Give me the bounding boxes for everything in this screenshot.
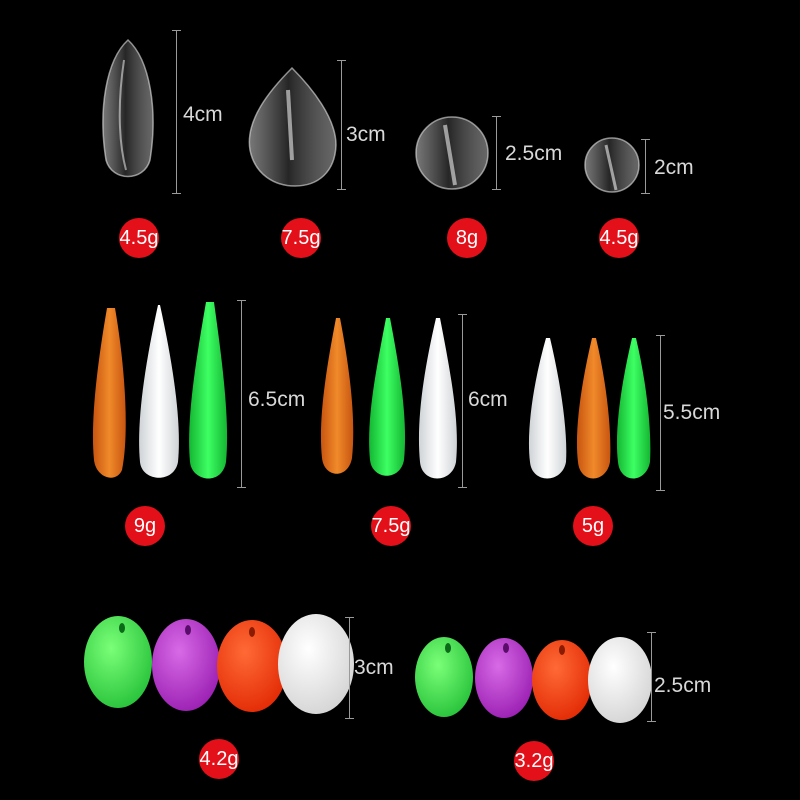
float-orange-medium [320, 318, 354, 474]
weight-badge: 7.5g [371, 506, 411, 546]
float-white-small [528, 338, 567, 479]
size-label: 2.5cm [505, 142, 563, 165]
size-label: 2.5cm [654, 674, 712, 697]
weight-badge: 4.2g [199, 739, 239, 779]
size-bracket [641, 139, 650, 194]
size-bracket [656, 335, 665, 491]
size-label: 3cm [354, 656, 394, 679]
clear-teardrop-bead [248, 66, 337, 187]
weight-badge: 9g [125, 506, 165, 546]
egg-float-purple-large [152, 619, 220, 711]
size-bracket [345, 617, 354, 719]
size-bracket [337, 60, 346, 190]
egg-float-green-small [415, 637, 473, 717]
egg-float-white-large [278, 614, 354, 714]
float-white-medium [418, 318, 457, 479]
egg-float-red-small [532, 640, 592, 720]
float-orange-large [92, 308, 126, 478]
size-label: 6cm [468, 388, 508, 411]
size-label: 5.5cm [663, 401, 721, 424]
size-label: 2cm [654, 156, 694, 179]
weight-badge: 5g [573, 506, 613, 546]
weight-badge: 4.5g [599, 218, 639, 258]
egg-float-purple-small [475, 638, 533, 718]
weight-badge: 8g [447, 218, 487, 258]
float-green-medium [369, 318, 406, 476]
size-label: 6.5cm [248, 388, 306, 411]
float-white-large [139, 305, 179, 478]
egg-float-green-large [84, 616, 152, 708]
size-label: 4cm [183, 103, 223, 126]
egg-float-red-large [217, 620, 287, 712]
float-orange-small [576, 338, 611, 479]
float-green-large [189, 302, 228, 479]
float-green-small [616, 338, 651, 479]
size-bracket [492, 116, 501, 190]
size-bracket [458, 314, 467, 488]
size-bracket [647, 632, 656, 722]
size-label: 3cm [346, 123, 386, 146]
weight-badge: 3.2g [514, 741, 554, 781]
egg-float-white-small [588, 637, 652, 723]
size-bracket [237, 300, 246, 488]
clear-oval-bead [102, 38, 154, 178]
weight-badge: 4.5g [119, 218, 159, 258]
clear-round-bead-large [415, 116, 489, 190]
weight-badge: 7.5g [281, 218, 321, 258]
clear-round-bead-small [584, 137, 640, 193]
size-bracket [172, 30, 181, 194]
